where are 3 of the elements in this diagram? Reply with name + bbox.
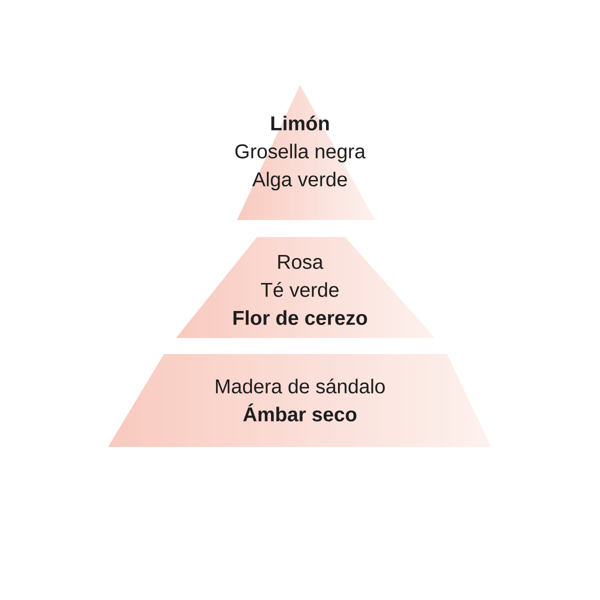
pyramid-layer: Madera de sándalo Ámbar seco — [216, 378, 385, 422]
pyramid-layer: Rosa Té verde Flor de cerezo — [234, 255, 367, 325]
pyramid-layer: Limón Grosella negra Alga verde — [235, 116, 366, 190]
